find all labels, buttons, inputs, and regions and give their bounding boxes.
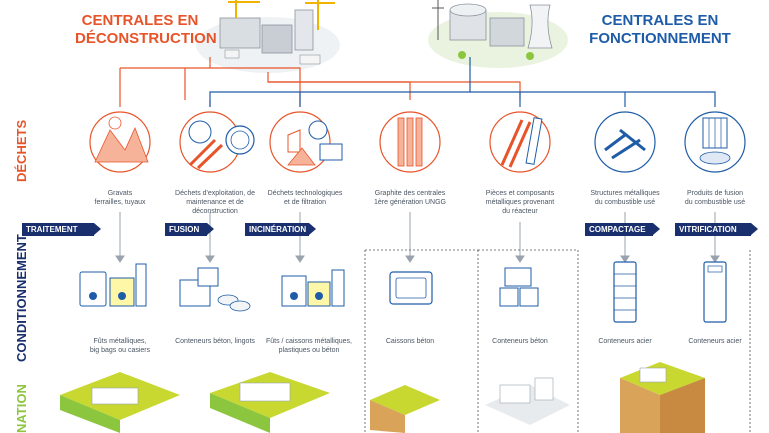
pack-caption-7: Conteneurs acier bbox=[675, 337, 755, 346]
side-label-conditionnement: CONDITIONNEMENT bbox=[14, 234, 29, 362]
title-deconstruction-line2: DÉCONSTRUCTION bbox=[75, 30, 217, 47]
pack-icon-steel-compact bbox=[613, 261, 637, 323]
waste-caption-6: Structures métalliques du combustible us… bbox=[585, 189, 665, 207]
pack-caption-6: Conteneurs acier bbox=[585, 337, 665, 346]
orange-connectors bbox=[119, 57, 521, 107]
waste-caption-3-line2: et de filtration bbox=[283, 199, 327, 206]
waste-icon-fission-products bbox=[684, 111, 746, 173]
waste-caption-2: Déchets d'exploitation, de maintenance e… bbox=[165, 189, 265, 216]
treatment-incineration: INCINÉRATION bbox=[245, 223, 316, 236]
waste-caption-7-line1: Produits de fusion bbox=[686, 190, 744, 197]
title-deconstruction-line1: CENTRALES EN bbox=[81, 12, 199, 29]
waste-caption-5-line2: métalliques provenant bbox=[485, 199, 555, 206]
waste-caption-3-line1: Déchets technologiques bbox=[267, 190, 343, 197]
destination-shallow-storage bbox=[370, 385, 440, 433]
treatment-fusion: FUSION bbox=[165, 223, 214, 236]
pack-caption-1-line1: Fûts métalliques, bbox=[93, 338, 147, 345]
waste-icon-technological bbox=[269, 111, 343, 173]
pack-caption-1-line2: big bags ou casiers bbox=[89, 347, 151, 354]
destination-deep-geological bbox=[620, 362, 705, 433]
treatment-traitement: TRAITEMENT bbox=[22, 223, 101, 236]
waste-caption-1-line2: ferrailles, tuyaux bbox=[94, 199, 146, 206]
waste-icon-reactor-parts bbox=[489, 111, 551, 173]
pack-icon-drums-bigbags bbox=[79, 263, 147, 307]
pack-icon-caissons bbox=[281, 269, 345, 307]
waste-caption-1-line1: Gravats bbox=[107, 190, 133, 197]
plant-deconstruction-illustration bbox=[196, 0, 340, 73]
pack-caption-3: Fûts / caissons métalliques, plastiques … bbox=[262, 337, 356, 355]
pack-caption-4-line1: Caissons béton bbox=[385, 338, 435, 345]
waste-caption-5-line1: Pièces et composants bbox=[485, 190, 555, 197]
side-label-destination: NATION bbox=[14, 384, 29, 433]
pack-caption-6-line1: Conteneurs acier bbox=[598, 338, 652, 345]
pack-caption-5: Conteneurs béton bbox=[480, 337, 560, 346]
destination-surface-storage-1 bbox=[60, 372, 180, 433]
pack-icon-steel-vitrified bbox=[703, 261, 727, 323]
destination-facility bbox=[485, 377, 570, 425]
dashed-separators bbox=[364, 249, 751, 433]
side-label-dechets: DÉCHETS bbox=[14, 119, 29, 182]
pack-caption-4: Caissons béton bbox=[370, 337, 450, 346]
treatment-vitrification: VITRIFICATION bbox=[675, 223, 758, 236]
waste-caption-4-line1: Graphite des centrales bbox=[374, 190, 446, 197]
waste-caption-1: Gravats ferrailles, tuyaux bbox=[80, 189, 160, 207]
pack-icon-concrete-box bbox=[389, 271, 433, 305]
destination-surface-storage-2 bbox=[210, 372, 330, 433]
waste-caption-6-line1: Structures métalliques bbox=[590, 190, 660, 197]
pack-caption-3-line1: Fûts / caissons métalliques, bbox=[266, 338, 352, 345]
waste-icon-fuel-structures bbox=[594, 111, 656, 173]
pack-caption-2-line1: Conteneurs béton, lingots bbox=[175, 338, 255, 345]
pack-caption-2: Conteneurs béton, lingots bbox=[170, 337, 260, 346]
waste-caption-4-line2: 1ère génération UNGG bbox=[374, 199, 446, 206]
title-fonctionnement-line1: CENTRALES EN bbox=[601, 12, 719, 29]
title-fonctionnement-line2: FONCTIONNEMENT bbox=[589, 30, 731, 47]
treatment-compactage: COMPACTAGE bbox=[585, 223, 660, 236]
waste-caption-6-line2: du combustible usé bbox=[594, 199, 656, 206]
pack-caption-3-line2: plastiques ou béton bbox=[278, 347, 340, 354]
pack-icon-concrete-ingots bbox=[179, 267, 251, 312]
pack-caption-7-line1: Conteneurs acier bbox=[688, 338, 742, 345]
title-deconstruction: CENTRALES EN DÉCONSTRUCTION bbox=[75, 12, 217, 48]
waste-caption-7-line2: du combustible usé bbox=[684, 199, 746, 206]
plant-operating-illustration bbox=[428, 0, 568, 68]
waste-icon-rubble bbox=[89, 111, 151, 173]
grey-arrows bbox=[115, 212, 720, 263]
waste-caption-7: Produits de fusion du combustible usé bbox=[675, 189, 755, 207]
waste-caption-3: Déchets technologiques et de filtration bbox=[265, 189, 345, 207]
title-fonctionnement: CENTRALES EN FONCTIONNEMENT bbox=[585, 12, 735, 48]
waste-caption-2-line2: maintenance et de déconstruction bbox=[186, 199, 244, 215]
blue-connectors bbox=[209, 57, 716, 107]
pack-icon-concrete-containers bbox=[499, 267, 539, 307]
waste-caption-5: Pièces et composants métalliques provena… bbox=[480, 189, 560, 216]
waste-caption-2-line1: Déchets d'exploitation, de bbox=[175, 190, 255, 197]
waste-icon-graphite bbox=[379, 111, 441, 173]
waste-icon-operational bbox=[179, 111, 255, 173]
waste-caption-4: Graphite des centrales 1ère génération U… bbox=[370, 189, 450, 207]
pack-caption-1: Fûts métalliques, big bags ou casiers bbox=[75, 337, 165, 355]
waste-caption-5-line3: du réacteur bbox=[502, 208, 538, 215]
pack-caption-5-line1: Conteneurs béton bbox=[492, 338, 548, 345]
